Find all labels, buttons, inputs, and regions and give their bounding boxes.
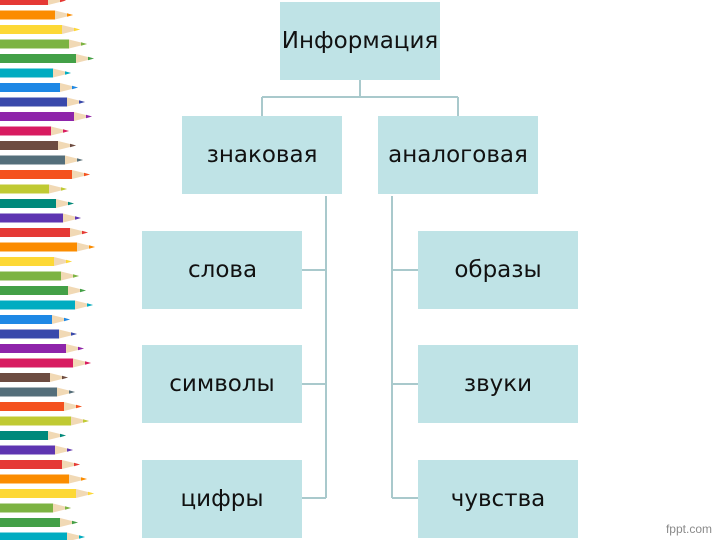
- leaf-node-words: слова: [142, 231, 302, 309]
- leaf-node-digits: цифры: [142, 460, 302, 538]
- root-node-label: Информация: [281, 28, 439, 54]
- branch-node-sign: знаковая: [182, 116, 342, 194]
- branch-node-label: знаковая: [206, 142, 318, 168]
- leaf-node-label: символы: [169, 371, 275, 397]
- root-node: Информация: [280, 2, 440, 80]
- leaf-node-symbols: символы: [142, 345, 302, 423]
- colored-pencils-icon: [0, 0, 95, 540]
- watermark: fppt.com: [665, 522, 712, 536]
- branch-node-label: аналоговая: [388, 142, 528, 168]
- leaf-node-images: образы: [418, 231, 578, 309]
- leaf-node-label: чувства: [450, 486, 546, 512]
- leaf-node-feelings: чувства: [418, 460, 578, 538]
- leaf-node-sounds: звуки: [418, 345, 578, 423]
- leaf-node-label: образы: [454, 257, 542, 283]
- leaf-node-label: цифры: [180, 486, 264, 512]
- leaf-node-label: слова: [188, 257, 258, 283]
- leaf-node-label: звуки: [463, 371, 533, 397]
- branch-node-analog: аналоговая: [378, 116, 538, 194]
